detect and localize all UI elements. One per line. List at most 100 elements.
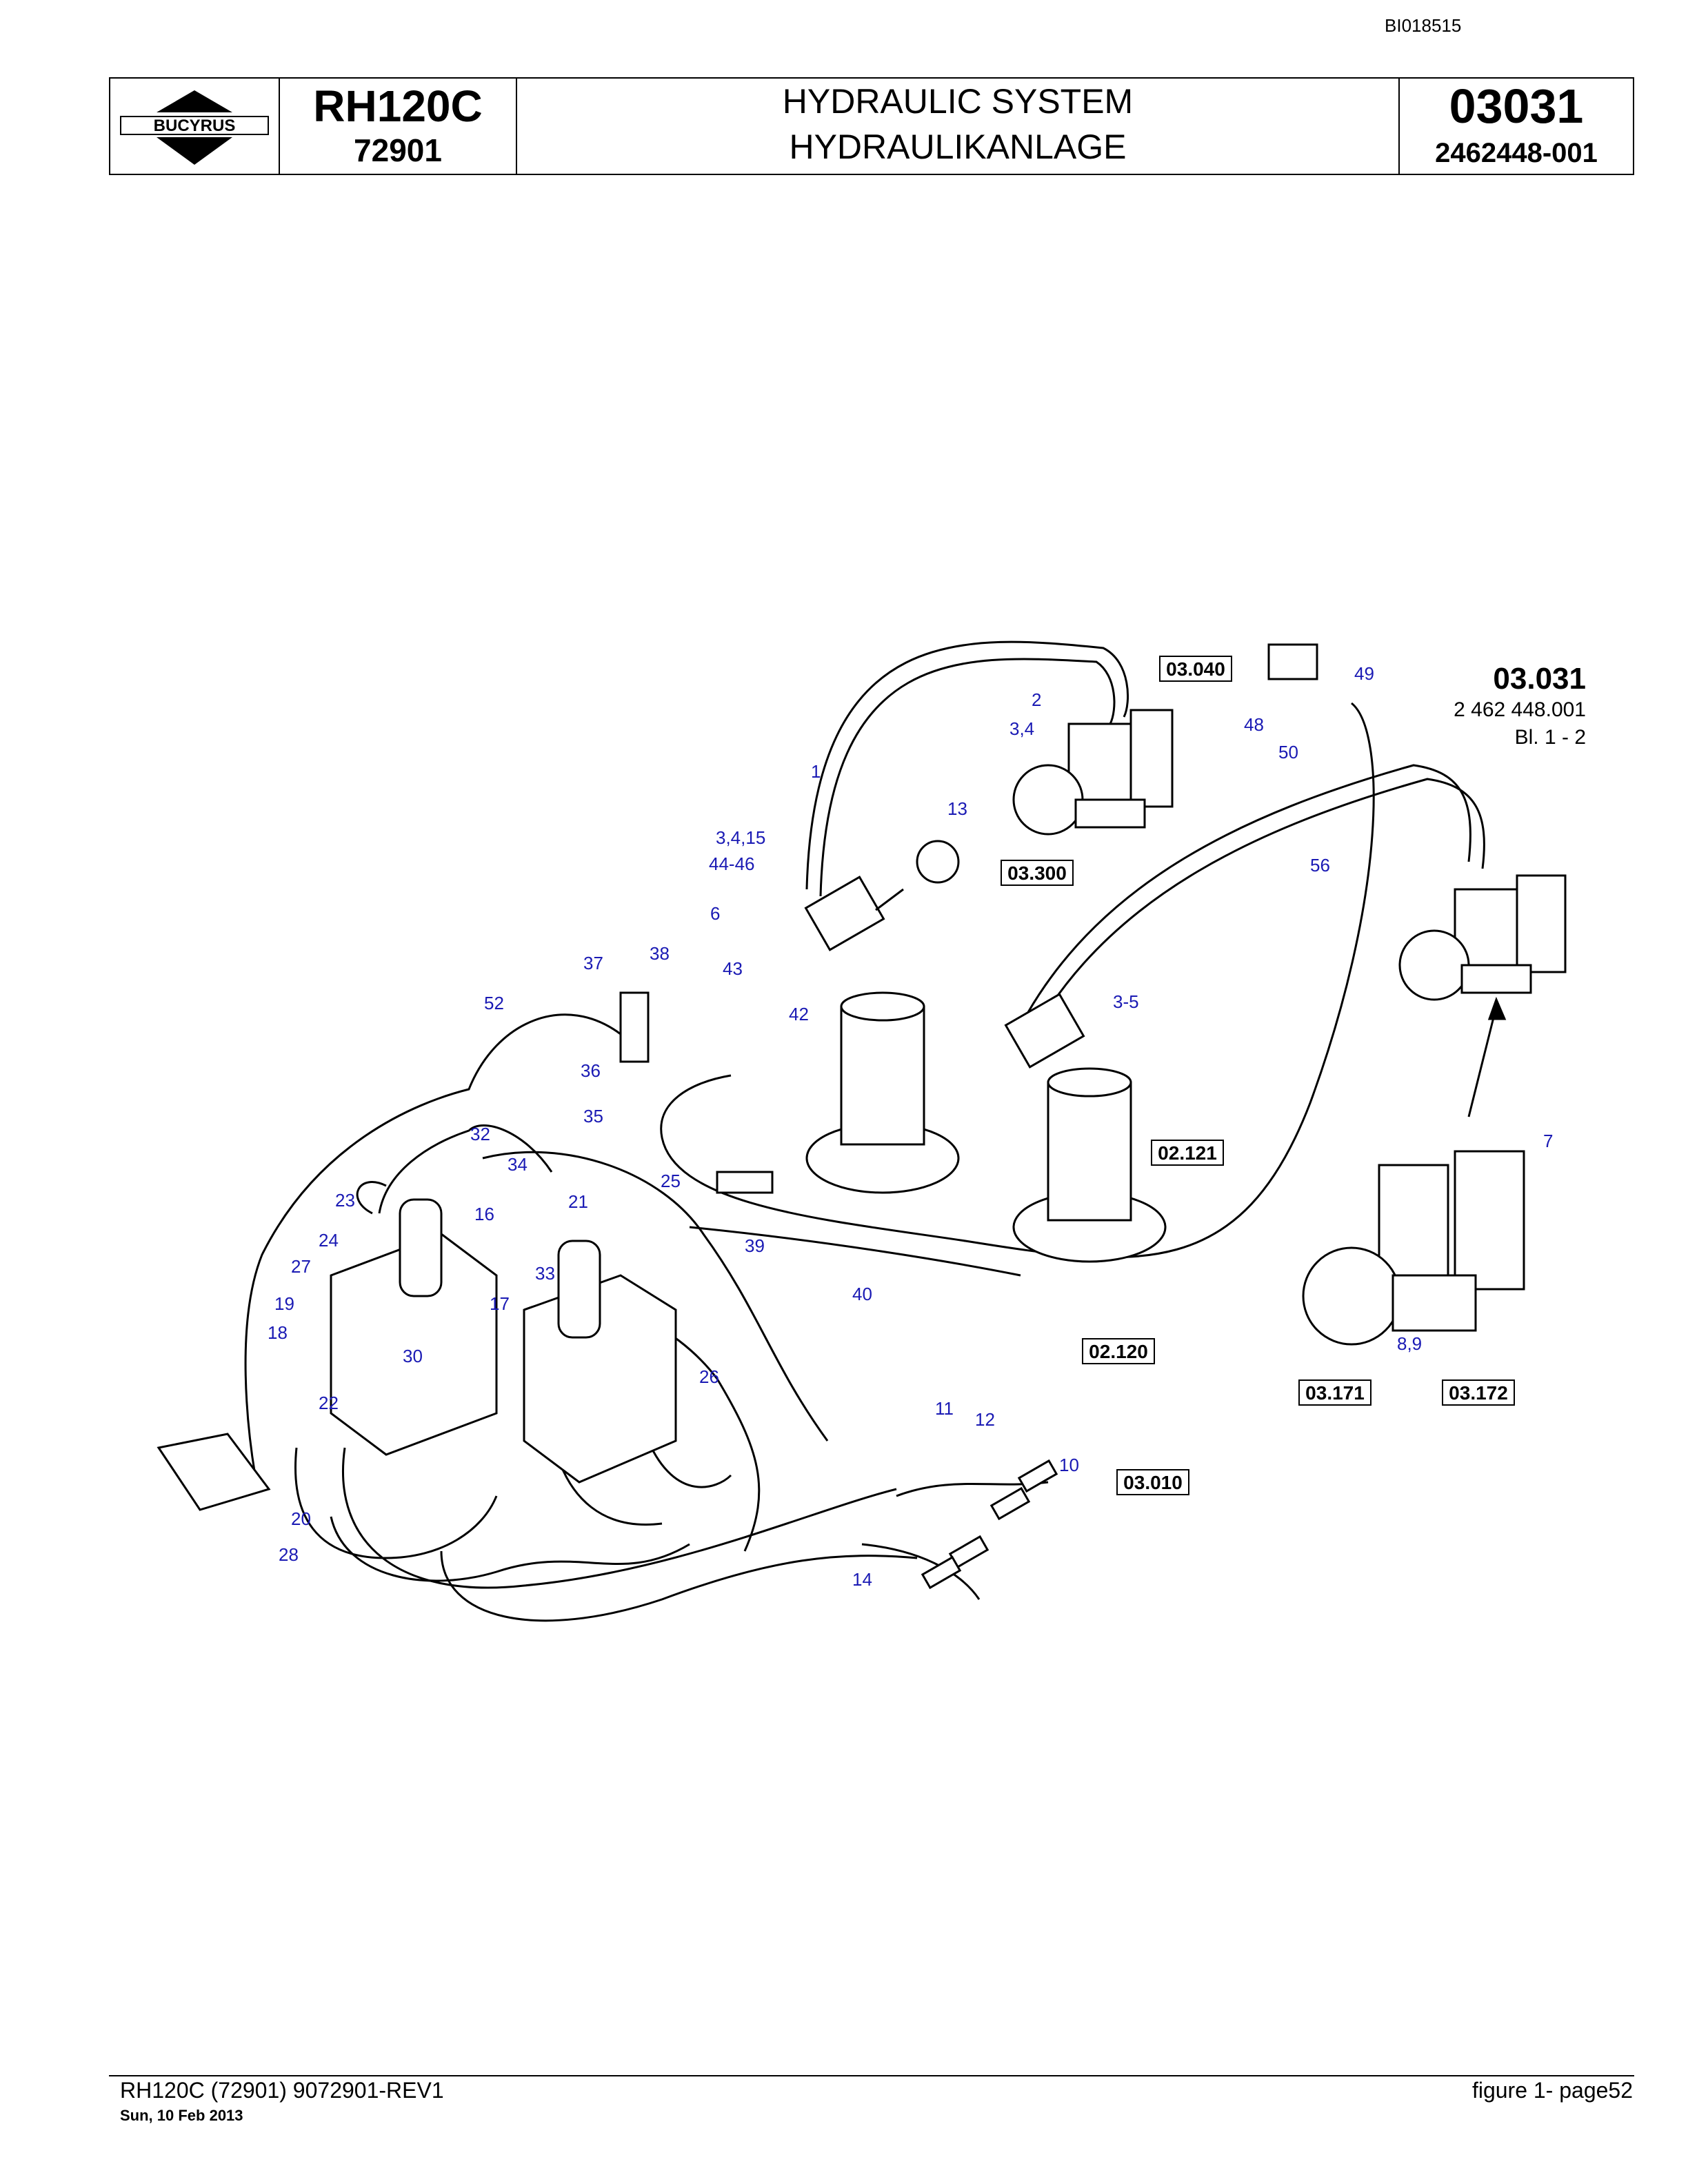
footer-date: Sun, 10 Feb 2013 bbox=[120, 2107, 243, 2124]
tee-fitting-36 bbox=[619, 991, 650, 1063]
document-id: BI018515 bbox=[1385, 15, 1462, 36]
number-cell: 03031 2462448-001 bbox=[1400, 79, 1633, 174]
callout-35: 35 bbox=[583, 1106, 603, 1126]
sheet-part: 2 462 448.001 bbox=[1454, 698, 1586, 721]
callout-2: 2 bbox=[1032, 689, 1041, 710]
title-german: HYDRAULIKANLAGE bbox=[789, 128, 1127, 166]
callout-20: 20 bbox=[291, 1508, 311, 1529]
ref-box-03172: 03.172 bbox=[1442, 1379, 1515, 1406]
callout-11: 11 bbox=[935, 1398, 954, 1419]
sheet-index: Bl. 1 - 2 bbox=[1514, 726, 1586, 749]
callout-39: 39 bbox=[745, 1235, 765, 1256]
svg-text:03.300: 03.300 bbox=[1007, 862, 1067, 884]
callout-32: 32 bbox=[470, 1124, 490, 1144]
callout-13: 13 bbox=[947, 798, 967, 819]
callout-21: 21 bbox=[568, 1191, 588, 1212]
svg-text:02.120: 02.120 bbox=[1089, 1341, 1148, 1362]
callout-34: 34 bbox=[508, 1154, 528, 1175]
pointer-arrows bbox=[875, 888, 1507, 1118]
callout-33: 33 bbox=[535, 1263, 555, 1284]
swing-motor-right bbox=[1012, 1067, 1167, 1263]
callout-26: 26 bbox=[699, 1366, 719, 1387]
ref-box-03010: 03.010 bbox=[1116, 1469, 1189, 1495]
logo-text: BUCYRUS bbox=[154, 117, 236, 135]
sheet-reference: 03.031 2 462 448.001 Bl. 1 - 2 bbox=[1420, 662, 1586, 751]
pedal-plate bbox=[157, 1433, 271, 1511]
footer-rule bbox=[109, 2075, 1634, 2076]
callout-36: 36 bbox=[581, 1060, 601, 1081]
model-name: RH120C bbox=[313, 81, 483, 131]
callout-3-4-15: 3,4,15 bbox=[716, 827, 765, 848]
ref-box-03040: 03.040 bbox=[1159, 656, 1232, 682]
callout-44-46: 44-46 bbox=[709, 853, 755, 874]
footer-page: figure 1- page52 bbox=[1471, 2078, 1633, 2103]
callout-3-4: 3,4 bbox=[1009, 718, 1034, 739]
callout-49: 49 bbox=[1354, 663, 1374, 684]
part-callouts: 1 2 3,4 3,4,15 44-46 6 13 43 42 37 38 52… bbox=[268, 663, 1553, 1590]
callout-43: 43 bbox=[723, 958, 743, 979]
callout-3-5: 3-5 bbox=[1113, 991, 1139, 1012]
callout-12: 12 bbox=[975, 1409, 995, 1430]
callout-1: 1 bbox=[811, 761, 821, 782]
callout-28: 28 bbox=[279, 1544, 299, 1565]
callout-37: 37 bbox=[583, 953, 603, 973]
hose-lines bbox=[244, 640, 1485, 1622]
bucyrus-logo-icon: BUCYRUS bbox=[120, 90, 269, 165]
callout-10: 10 bbox=[1059, 1455, 1079, 1475]
svg-text:02.121: 02.121 bbox=[1158, 1142, 1217, 1164]
pump-assembly-main bbox=[1302, 1150, 1525, 1346]
svg-text:03.172: 03.172 bbox=[1449, 1382, 1508, 1404]
pump-assembly-upper bbox=[1012, 709, 1174, 836]
callout-30: 30 bbox=[403, 1346, 423, 1366]
flange-part-13 bbox=[916, 840, 960, 884]
callout-17: 17 bbox=[490, 1293, 510, 1314]
pump-assembly-right bbox=[1398, 874, 1567, 1001]
svg-text:03.171: 03.171 bbox=[1305, 1382, 1365, 1404]
distributor-03040 bbox=[1267, 643, 1318, 680]
callout-25: 25 bbox=[661, 1171, 681, 1191]
tank-block-left bbox=[330, 1198, 498, 1456]
title-cell: HYDRAULIC SYSTEM HYDRAULIKANLAGE bbox=[517, 79, 1400, 174]
section-number: 03031 bbox=[1449, 79, 1584, 133]
callout-8-9: 8,9 bbox=[1397, 1333, 1422, 1354]
callout-48: 48 bbox=[1244, 714, 1264, 735]
callout-18: 18 bbox=[268, 1322, 288, 1343]
callout-27: 27 bbox=[291, 1256, 311, 1277]
callout-38: 38 bbox=[650, 943, 670, 964]
callout-14: 14 bbox=[852, 1569, 872, 1590]
callout-52: 52 bbox=[484, 993, 504, 1013]
callout-24: 24 bbox=[319, 1230, 339, 1251]
callout-56: 56 bbox=[1310, 855, 1330, 876]
components bbox=[157, 643, 1567, 1590]
ref-box-03300: 03.300 bbox=[1001, 860, 1074, 886]
callout-42: 42 bbox=[789, 1004, 809, 1024]
model-cell: RH120C 72901 bbox=[280, 79, 517, 174]
title-english: HYDRAULIC SYSTEM bbox=[782, 82, 1134, 121]
title-block: BUCYRUS RH120C 72901 HYDRAULIC SYSTEM HY… bbox=[109, 77, 1634, 175]
callout-7: 7 bbox=[1543, 1131, 1553, 1151]
tee-fitting-39 bbox=[716, 1171, 774, 1194]
callout-19: 19 bbox=[274, 1293, 294, 1314]
bucyrus-logo: BUCYRUS bbox=[110, 79, 280, 174]
tank-block-right bbox=[523, 1240, 677, 1484]
part-number: 2462448-001 bbox=[1435, 138, 1598, 168]
callout-50: 50 bbox=[1278, 742, 1298, 762]
callout-23: 23 bbox=[335, 1190, 355, 1211]
ref-box-02121: 02.121 bbox=[1151, 1140, 1224, 1166]
callout-22: 22 bbox=[319, 1393, 339, 1413]
svg-text:03.040: 03.040 bbox=[1166, 658, 1225, 680]
serial-number: 72901 bbox=[354, 132, 442, 168]
swing-motor-left bbox=[805, 991, 960, 1194]
valve-block-right bbox=[1004, 993, 1085, 1069]
ref-box-03171: 03.171 bbox=[1298, 1379, 1372, 1406]
callout-16: 16 bbox=[474, 1204, 494, 1224]
sheet-number: 03.031 bbox=[1493, 662, 1586, 696]
callout-6: 6 bbox=[710, 903, 720, 924]
callout-40: 40 bbox=[852, 1284, 872, 1304]
ref-box-02120: 02.120 bbox=[1082, 1338, 1155, 1364]
svg-text:03.010: 03.010 bbox=[1123, 1472, 1183, 1493]
reference-boxes: 03.040 03.300 02.121 02.120 03.010 03.17… bbox=[1001, 656, 1515, 1495]
valve-block-left bbox=[804, 876, 885, 951]
footer-document: RH120C (72901) 9072901-REV1 bbox=[120, 2078, 444, 2103]
